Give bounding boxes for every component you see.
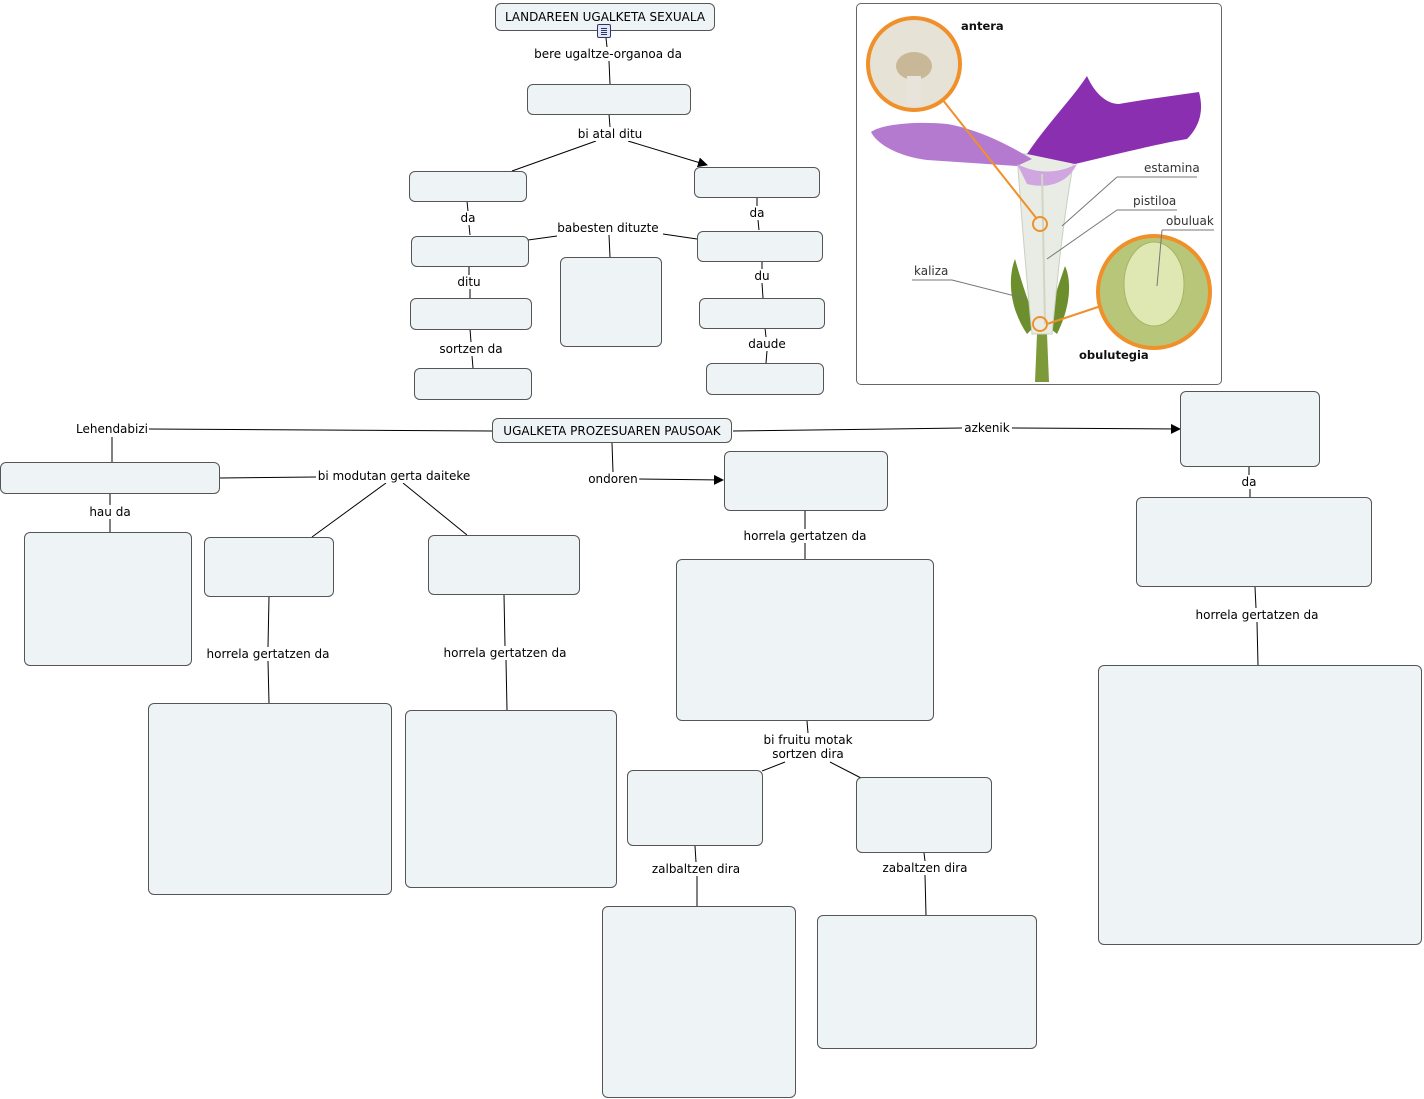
link-label[interactable]: horrela gertatzen da [442, 646, 568, 660]
empty-node-mode-1-detail[interactable] [148, 703, 392, 895]
label-pistiloa: pistiloa [1133, 194, 1177, 208]
link-label[interactable]: horrela gertatzen da [1194, 608, 1320, 622]
label-obuluak: obuluak [1166, 214, 1214, 228]
link-label[interactable]: bi atal ditu [576, 127, 644, 141]
link-label-line-1: bi fruitu motak [763, 733, 853, 747]
flower-diagram-image[interactable]: antera estamina pistiloa obuluak kaliza … [856, 3, 1222, 385]
empty-node-fruit-1-detail[interactable] [602, 906, 796, 1098]
empty-node-right-2[interactable] [697, 231, 823, 262]
empty-node-last-step[interactable] [1180, 391, 1320, 467]
link-label[interactable]: bi modutan gerta daiteke [316, 469, 472, 483]
empty-node-mode-1[interactable] [204, 537, 334, 597]
link-label-line-2: sortzen dira [772, 747, 844, 761]
link-label[interactable]: hau da [88, 505, 132, 519]
label-kaliza: kaliza [914, 264, 949, 278]
empty-node-mode-2-detail[interactable] [405, 710, 617, 888]
empty-node-left-4[interactable] [414, 368, 532, 400]
empty-node-fruit-2[interactable] [856, 777, 992, 853]
link-label[interactable]: zalbaltzen dira [650, 862, 742, 876]
flower-illustration [866, 16, 1214, 382]
link-label[interactable]: ondoren [587, 472, 639, 486]
link-label[interactable]: da [1240, 475, 1258, 489]
link-label[interactable]: babesten dituzte [556, 221, 660, 235]
empty-node-last-definition[interactable] [1136, 497, 1372, 587]
empty-node-fruit-2-detail[interactable] [817, 915, 1037, 1049]
empty-node-fruit-1[interactable] [627, 770, 763, 846]
link-label[interactable]: da [459, 211, 477, 225]
link-label[interactable]: horrela gertatzen da [205, 647, 331, 661]
empty-node-last-detail[interactable] [1098, 665, 1422, 945]
empty-node-right-part[interactable] [694, 167, 820, 198]
link-label[interactable]: Lehendabizi [74, 422, 150, 436]
link-label[interactable]: zabaltzen dira [881, 861, 969, 875]
empty-node-right-4[interactable] [706, 363, 824, 395]
empty-node-mode-2[interactable] [428, 535, 580, 595]
empty-node-middle-detail[interactable] [676, 559, 934, 721]
link-label[interactable]: bere ugaltze-organoa da [533, 47, 683, 61]
link-label[interactable]: bi fruitu motak sortzen dira [762, 733, 854, 761]
link-label[interactable]: ditu [456, 275, 482, 289]
link-label[interactable]: azkenik [963, 421, 1011, 435]
empty-node-left-3[interactable] [410, 298, 532, 330]
empty-node-definition[interactable] [24, 532, 192, 666]
link-label[interactable]: horrela gertatzen da [742, 529, 868, 543]
empty-node-middle-step[interactable] [724, 451, 888, 511]
link-label[interactable]: sortzen da [438, 342, 504, 356]
document-icon[interactable] [597, 24, 611, 38]
empty-node-organ[interactable] [527, 84, 691, 115]
label-obulutegia: obulutegia [1079, 348, 1149, 362]
empty-node-left-part[interactable] [409, 171, 527, 202]
label-antera: antera [961, 19, 1004, 33]
empty-node-right-3[interactable] [699, 298, 825, 329]
empty-node-protect[interactable] [560, 257, 662, 347]
process-node[interactable]: UGALKETA PROZESUAREN PAUSOAK [492, 418, 732, 443]
link-label[interactable]: da [748, 206, 766, 220]
link-label[interactable]: du [753, 269, 771, 283]
title-node[interactable]: LANDAREEN UGALKETA SEXUALA [495, 3, 715, 31]
label-estamina: estamina [1144, 161, 1200, 175]
link-label[interactable]: daude [747, 337, 787, 351]
empty-node-first-step[interactable] [0, 462, 220, 494]
empty-node-left-2[interactable] [411, 236, 529, 267]
